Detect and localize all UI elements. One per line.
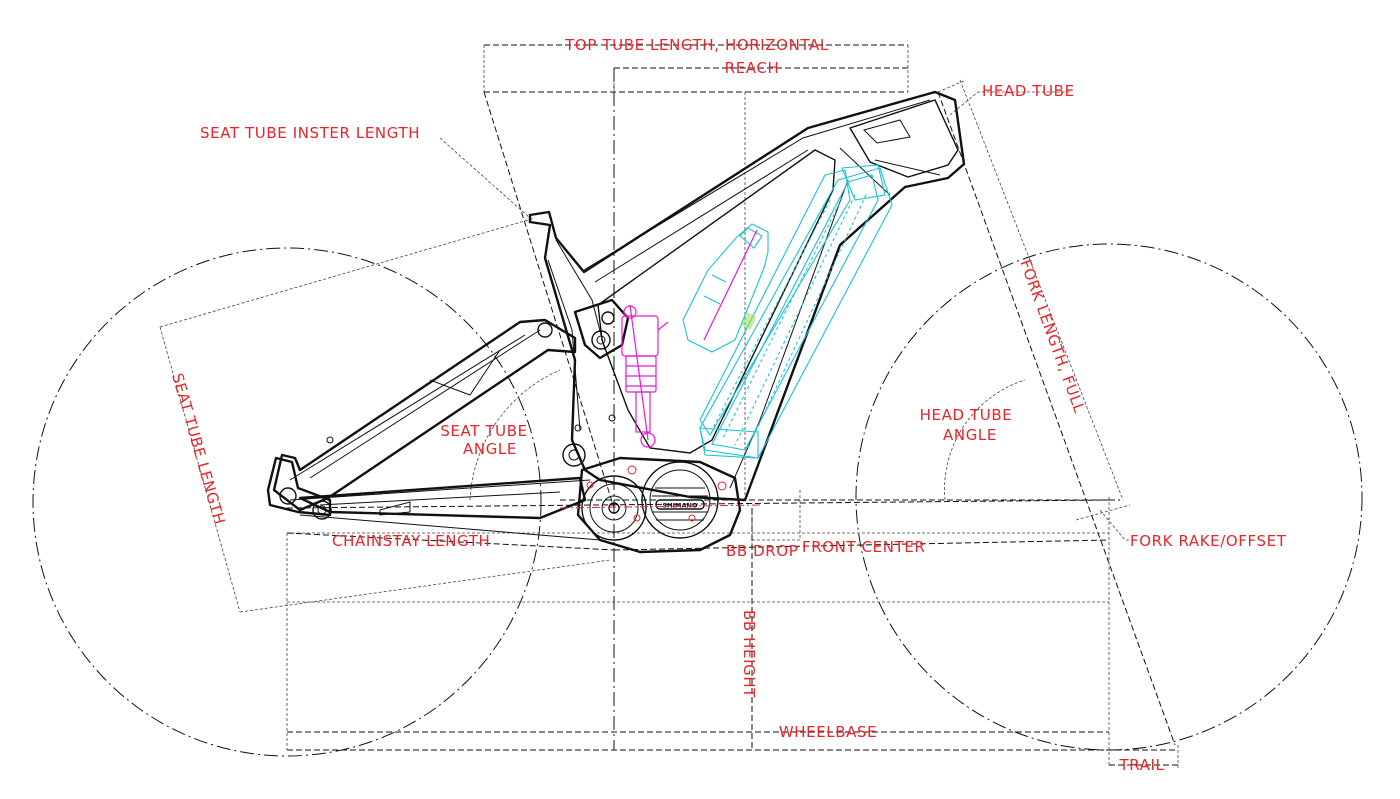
motor-brand-label: SHIMANO: [662, 502, 697, 510]
chain: [289, 479, 601, 541]
front-center-dimension-line: [613, 539, 1110, 551]
front-triangle-inner: [597, 149, 836, 454]
rear-shock: [621, 304, 669, 448]
seat-tube-length-line: [159, 326, 241, 613]
head-tube-axis: [937, 91, 1176, 746]
bottle-axis: [703, 229, 758, 341]
bottle-cage-mount: [741, 312, 757, 330]
label-wheelbase: WHEELBASE: [779, 723, 877, 741]
label-bb-drop: BB DROP: [726, 542, 798, 560]
frame: SHIMANO: [266, 90, 966, 554]
label-fork-length: FORK LENGTH, FULL: [1016, 257, 1088, 416]
front-triangle: [528, 90, 966, 502]
motor-cover: [641, 461, 719, 539]
seat-tube-angle-arc: [469, 369, 561, 501]
label-trail: TRAIL: [1118, 756, 1164, 774]
rear-wheel-outline: [32, 247, 542, 757]
label-front-center: FRONT CENTER: [802, 538, 925, 556]
dimension-lines: [159, 44, 1179, 770]
head-tube-angle-arc: [944, 379, 1026, 501]
label-seat-tube-angle-line2: ANGLE: [463, 440, 517, 458]
label-top-tube-length: TOP TUBE LENGTH, HORIZONTAL: [564, 36, 829, 54]
label-seat-tube-insert: SEAT TUBE INSTER LENGTH: [200, 124, 420, 142]
seat-stay: [272, 318, 577, 512]
label-head-tube-angle-line2: ANGLE: [943, 426, 997, 444]
label-chainstay-length: CHAINSTAY LENGTH: [332, 532, 490, 550]
label-bb-height: BB HEIGHT: [740, 610, 758, 698]
label-head-tube-angle-line1: HEAD TUBE: [920, 406, 1013, 424]
bb-detail: [559, 465, 761, 522]
water-bottle: [682, 223, 769, 353]
label-reach: REACH: [725, 59, 780, 77]
chainstay: [298, 476, 587, 520]
seat-tube-axis: [483, 91, 615, 509]
battery: [699, 164, 893, 459]
rear-dropout: [266, 456, 332, 517]
chainstay-dimension-line: [286, 532, 615, 551]
bottle-outline: [682, 223, 769, 353]
fork-length-line: [959, 79, 1124, 501]
label-seat-tube-angle-line1: SEAT TUBE: [440, 422, 527, 440]
label-fork-rake: FORK RAKE/OFFSET: [1130, 532, 1287, 550]
label-head-tube: HEAD TUBE: [982, 82, 1075, 100]
bb-horizontal-line: [286, 499, 1110, 509]
label-seat-tube-length: SEAT TUBE LENGTH: [168, 371, 229, 527]
